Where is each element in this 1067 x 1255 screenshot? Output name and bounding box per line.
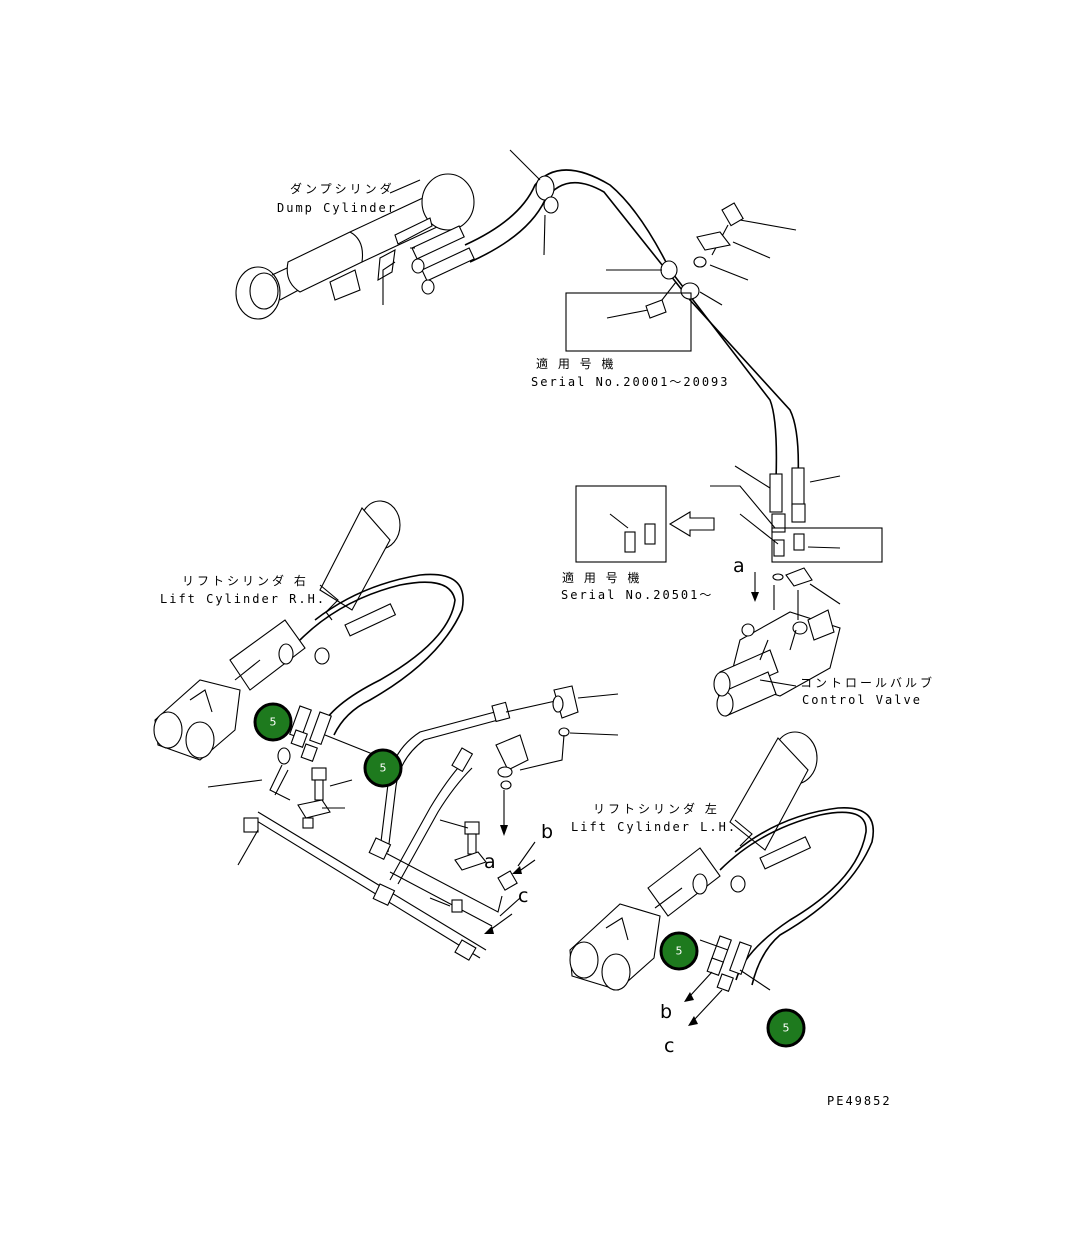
connection-b-mid: b <box>541 821 553 843</box>
control-valve-jp-label: コントロールバルブ <box>800 675 935 690</box>
connection-c-low: c <box>664 1035 674 1057</box>
drawing-number: PE49852 <box>827 1094 892 1108</box>
dump-cylinder-jp-label: ダンプシリンダ <box>290 181 395 196</box>
connection-c-mid: c <box>518 885 528 907</box>
lift-cylinder-lh-jp-label: リフトシリンダ 左 <box>593 801 720 816</box>
dump-cylinder-drawing <box>235 149 800 481</box>
lift-cylinder-lh-en-label: Lift Cylinder L.H. <box>571 820 737 834</box>
serial-box-2-jp: 適 用 号 機 <box>562 570 642 585</box>
callout-5-d-number: 5 <box>783 1022 790 1035</box>
control-valve-en-label: Control Valve <box>802 693 922 707</box>
lift-cylinder-lh-drawing <box>569 731 874 1026</box>
serial-box-2-en: Serial No.20501～ <box>561 588 713 602</box>
callout-5-a[interactable]: 5 <box>253 702 293 742</box>
lift-cylinder-rh-en-label: Lift Cylinder R.H. <box>160 592 326 606</box>
control-valve-drawing <box>710 465 883 717</box>
callout-5-c-number: 5 <box>676 945 683 958</box>
lift-cylinder-rh-drawing <box>153 500 619 961</box>
connection-b-low: b <box>660 1001 672 1023</box>
serial-box-1 <box>565 281 692 352</box>
callout-5-c[interactable]: 5 <box>659 931 699 971</box>
callout-5-b[interactable]: 5 <box>363 748 403 788</box>
serial-box-2 <box>575 485 715 563</box>
callout-5-b-number: 5 <box>380 762 387 775</box>
serial-box-1-jp: 適 用 号 機 <box>536 356 616 371</box>
serial-box-1-en: Serial No.20001～20093 <box>531 375 730 389</box>
lift-cylinder-rh-jp-label: リフトシリンダ 右 <box>182 573 309 588</box>
connection-a-mid: a <box>484 851 496 873</box>
callout-5-d[interactable]: 5 <box>766 1008 806 1048</box>
dump-cylinder-en-label: Dump Cylinder <box>277 201 397 215</box>
callout-5-a-number: 5 <box>270 716 277 729</box>
connection-a-top: a <box>733 555 745 577</box>
